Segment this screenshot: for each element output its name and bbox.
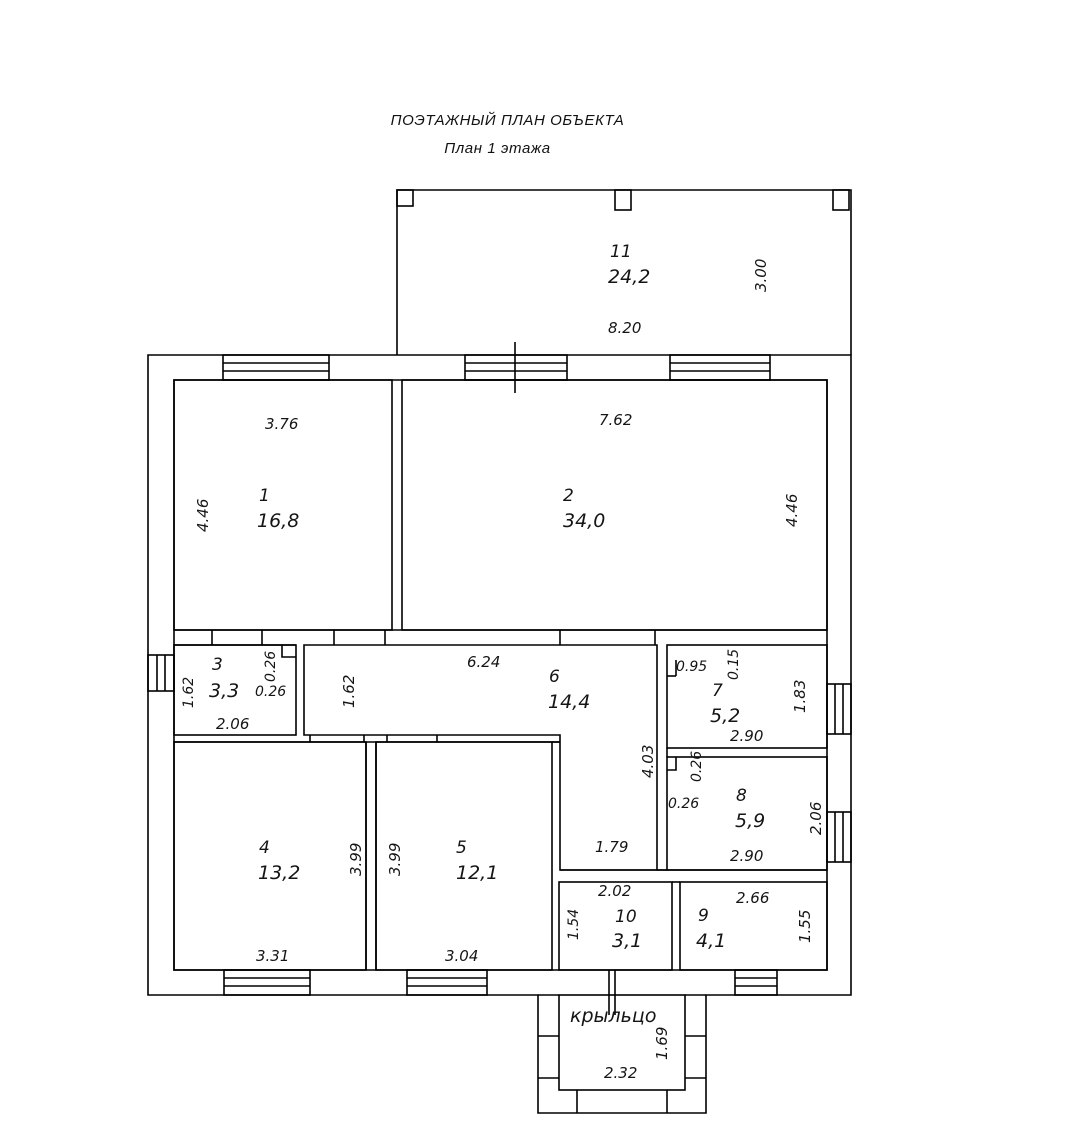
room-5-width: 3.04 <box>445 947 478 965</box>
room-7-d2: 0.15 <box>726 649 742 680</box>
room-7-d1: 0.95 <box>676 659 707 675</box>
room-10-number: 10 <box>615 907 637 927</box>
room-7-height: 1.83 <box>791 680 809 713</box>
room-5-area: 12,1 <box>456 862 498 884</box>
room-4-area: 13,2 <box>258 862 300 884</box>
room-1-width: 3.76 <box>265 415 298 433</box>
room-1-number: 1 <box>259 486 270 506</box>
room-2-area: 34,0 <box>563 510 605 532</box>
room-4-height: 3.99 <box>347 843 365 876</box>
room-2-number: 2 <box>563 486 574 506</box>
room-8-d1: 0.26 <box>689 751 705 782</box>
room-3-d2: 0.26 <box>255 684 286 700</box>
room-3-width: 2.06 <box>216 715 249 733</box>
room-3-area: 3,3 <box>209 680 239 702</box>
room-11-height: 3.00 <box>752 259 770 292</box>
room-8-area: 5,9 <box>735 810 765 832</box>
room-5-number: 5 <box>456 838 467 858</box>
room-7-outline <box>666 644 828 749</box>
room-8-height: 2.06 <box>807 802 825 835</box>
room-11-area: 24,2 <box>608 266 650 288</box>
room-9-area: 4,1 <box>696 930 726 952</box>
room-8-width: 2.90 <box>730 847 763 865</box>
room-4-number: 4 <box>259 838 270 858</box>
room-6-vertical-dim: 4.03 <box>639 745 657 778</box>
porch-height: 1.69 <box>653 1027 671 1060</box>
room-10-height: 1.54 <box>566 909 582 940</box>
room-1-area: 16,8 <box>257 510 299 532</box>
room-6-area: 14,4 <box>548 691 590 713</box>
room-7-number: 7 <box>712 681 723 701</box>
room-1-height: 4.46 <box>194 499 212 532</box>
room-6-width: 6.24 <box>467 653 500 671</box>
room-6-bottom-dim: 1.79 <box>595 838 628 856</box>
room-9-width: 2.66 <box>736 889 769 907</box>
porch-outline <box>558 994 686 1091</box>
room-3-number: 3 <box>212 655 223 675</box>
plan-subtitle: План 1 этажа <box>444 140 551 157</box>
room-9-height: 1.55 <box>796 910 814 943</box>
room-2-width: 7.62 <box>599 411 632 429</box>
internal-walls <box>173 379 828 1113</box>
room-11-number: 11 <box>610 242 632 262</box>
plan-title: ПОЭТАЖНЫЙ ПЛАН ОБЪЕКТА <box>390 112 625 129</box>
room-4-outline <box>173 741 367 971</box>
porch-label: крыльцо <box>570 1005 656 1027</box>
room-11-width: 8.20 <box>608 319 641 337</box>
room-2-height: 4.46 <box>783 494 801 527</box>
room-3-height: 1.62 <box>181 677 197 708</box>
room-3-outline <box>173 644 297 736</box>
room-8-number: 8 <box>736 786 747 806</box>
room-6-number: 6 <box>549 667 560 687</box>
room-7-width: 2.90 <box>730 727 763 745</box>
porch-width: 2.32 <box>604 1064 637 1082</box>
room-6-height: 1.62 <box>340 675 358 708</box>
room-10-area: 3,1 <box>612 930 642 952</box>
room-7-area: 5,2 <box>710 705 740 727</box>
room-8-d2: 0.26 <box>668 796 699 812</box>
terrace-outline <box>396 189 852 355</box>
room-4-width: 3.31 <box>256 947 289 965</box>
room-9-number: 9 <box>698 906 709 926</box>
room-5-height: 3.99 <box>386 843 404 876</box>
room-9-outline <box>679 881 828 971</box>
room-10-width: 2.02 <box>598 882 631 900</box>
room-3-d1: 0.26 <box>263 651 279 682</box>
